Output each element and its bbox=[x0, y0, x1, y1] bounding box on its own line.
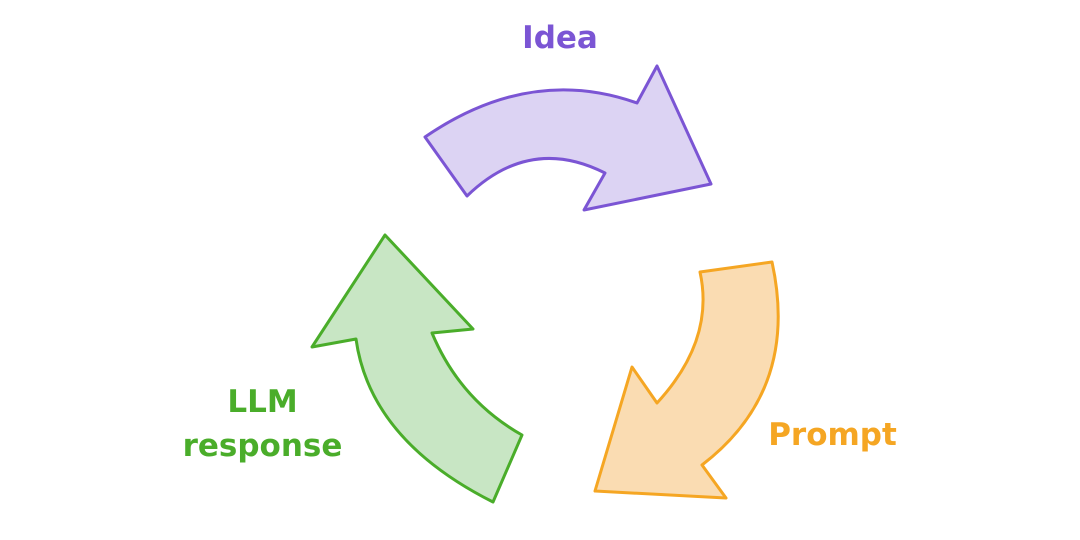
llm-label-line1: LLM bbox=[227, 384, 298, 420]
llm-response-arrow bbox=[310, 233, 524, 504]
idea-arrow bbox=[423, 64, 713, 212]
prompt-label: Prompt bbox=[768, 417, 897, 453]
llm-label-line2: response bbox=[182, 428, 343, 464]
idea-label: Idea bbox=[522, 20, 598, 56]
prompt-arrow bbox=[593, 260, 780, 500]
